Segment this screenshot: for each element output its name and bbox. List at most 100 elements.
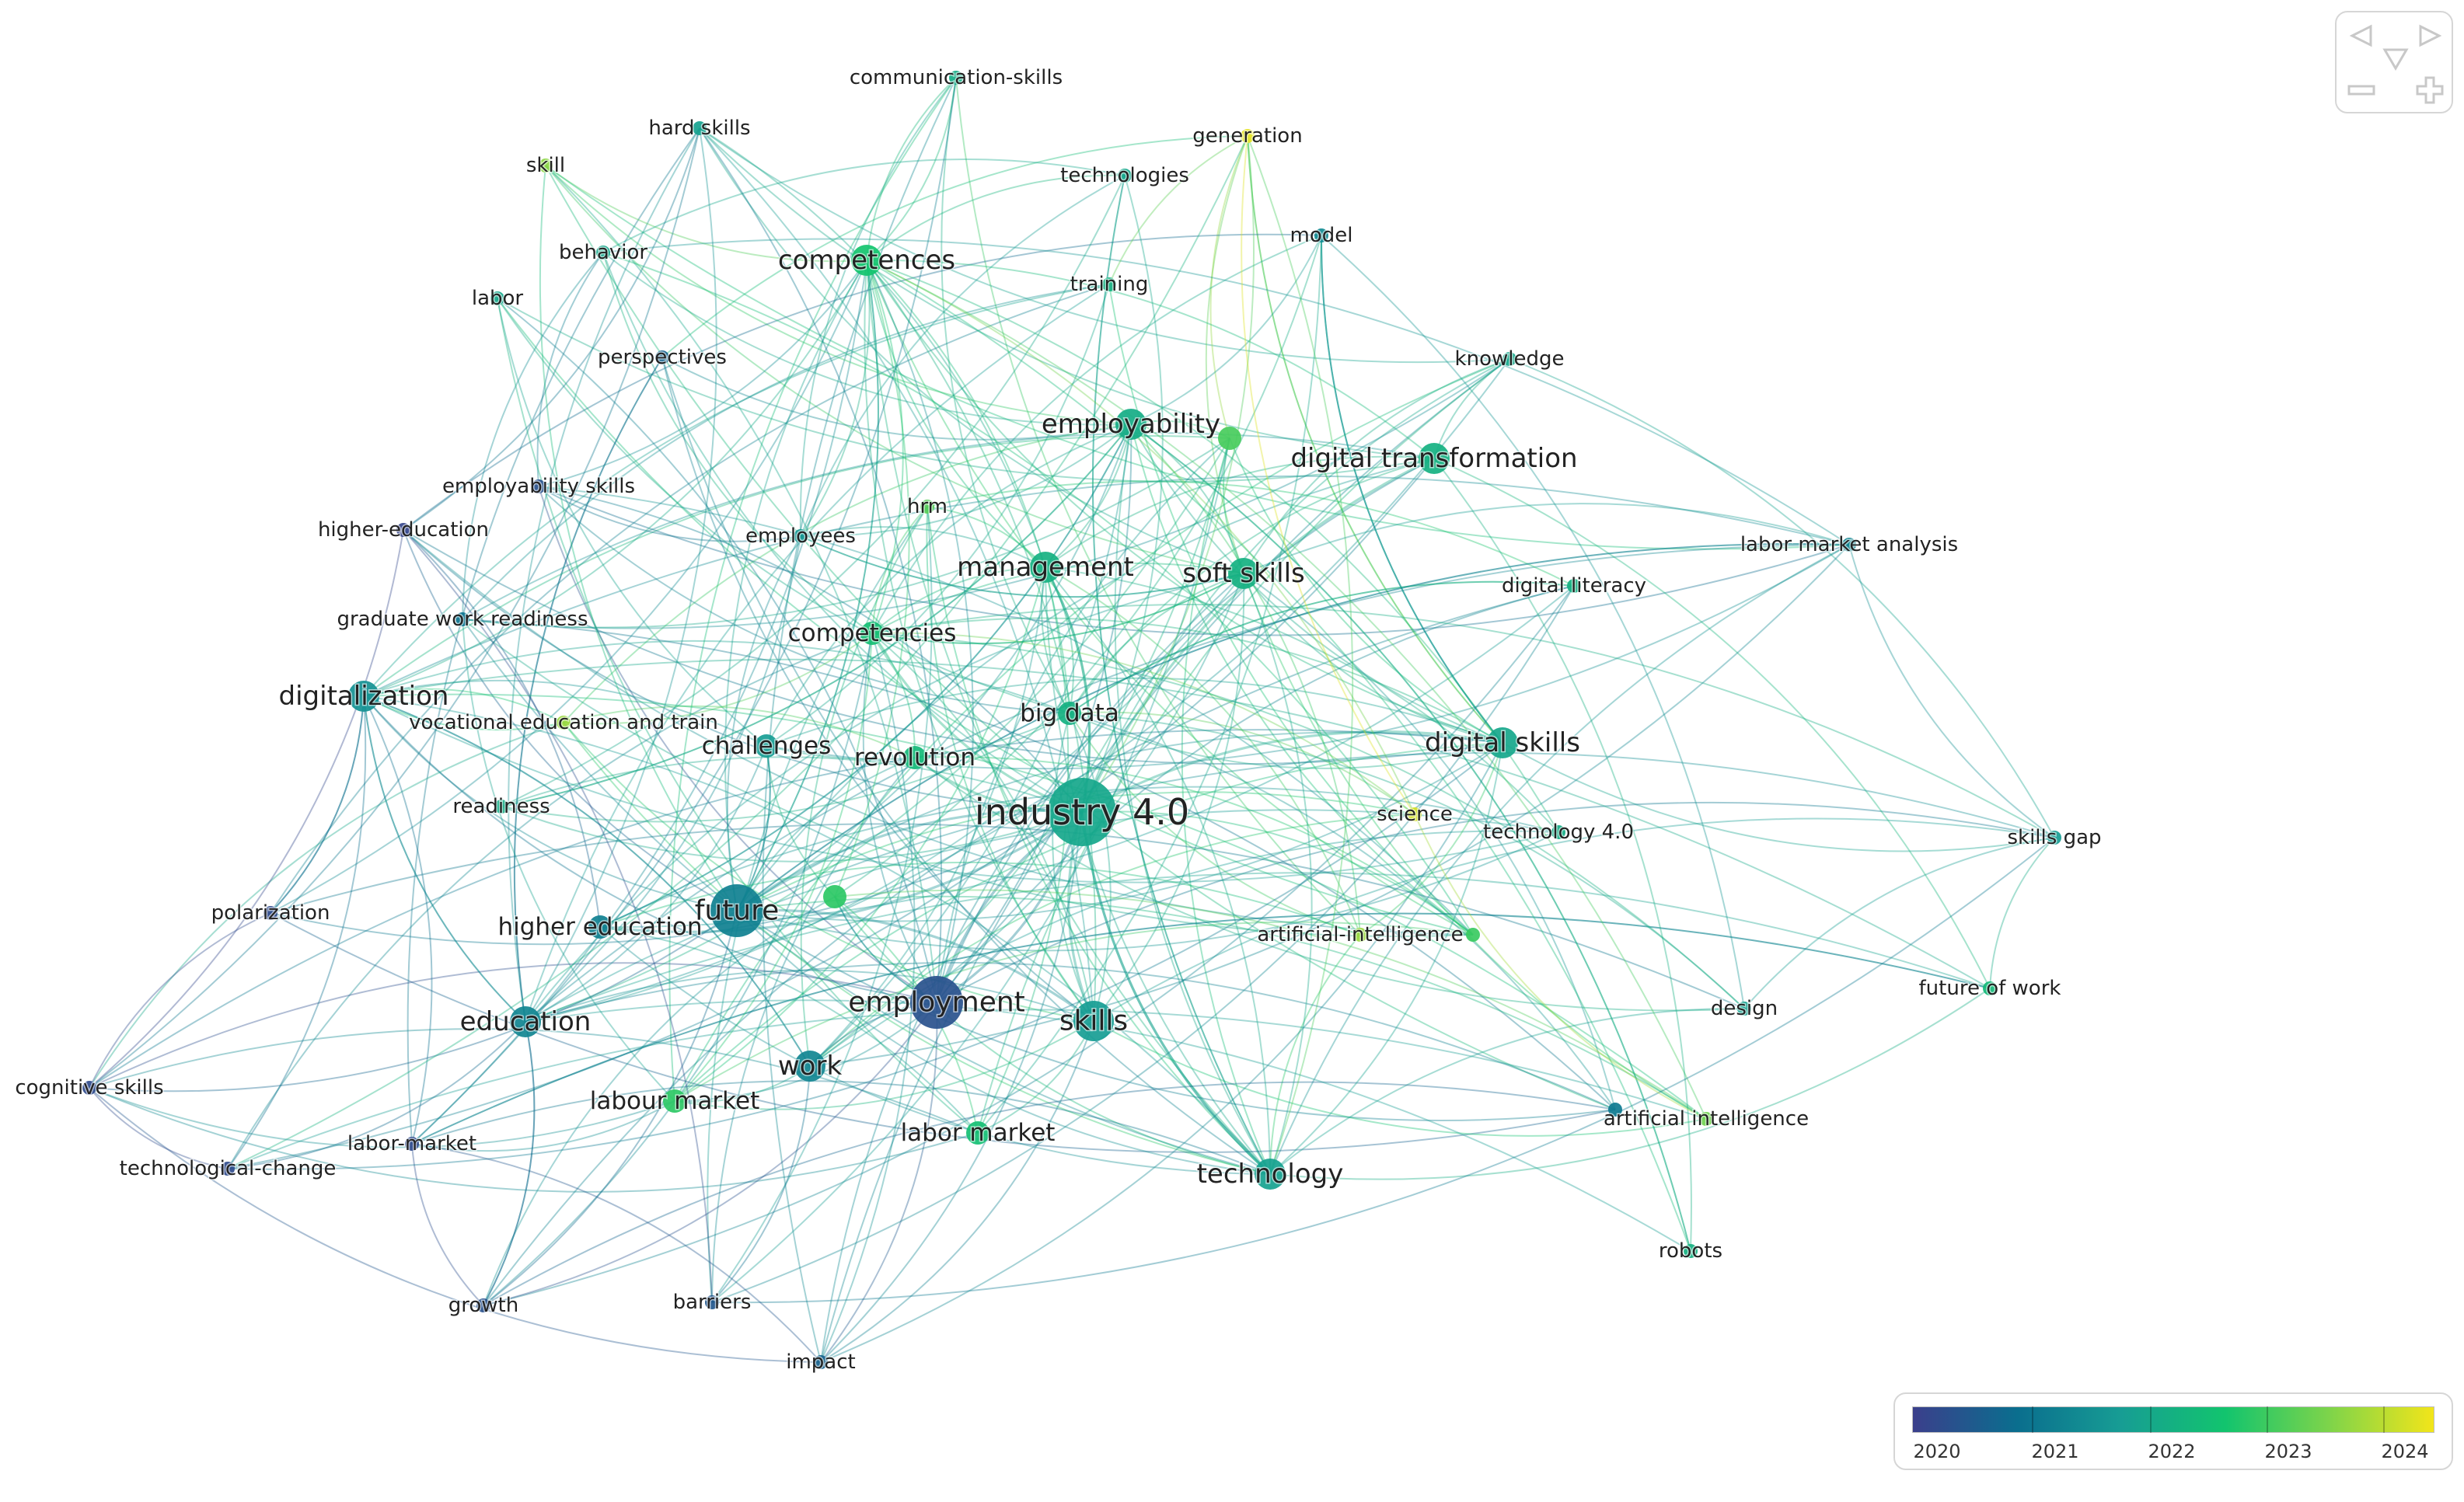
keyword-label[interactable]: communication-skills xyxy=(848,65,1063,91)
keyword-node-circle[interactable] xyxy=(2047,831,2061,845)
keyword-label[interactable]: technologies xyxy=(1059,163,1191,189)
keyword-label[interactable]: skills gap xyxy=(2006,825,2103,851)
keyword-label[interactable]: growth xyxy=(447,1293,519,1319)
keyword-node-circle[interactable] xyxy=(221,1162,235,1176)
keyword-label[interactable]: employability xyxy=(1040,408,1221,441)
keyword-node-circle[interactable] xyxy=(1314,228,1328,242)
keyword-label[interactable]: readiness xyxy=(452,794,551,820)
keyword-label[interactable]: hard skills xyxy=(647,116,752,141)
keyword-label[interactable]: design xyxy=(1709,996,1778,1022)
keyword-node-circle[interactable] xyxy=(1737,1002,1751,1016)
keyword-node-circle[interactable] xyxy=(1255,1159,1286,1190)
keyword-node-circle[interactable] xyxy=(1353,928,1367,942)
keyword-label[interactable]: labor market analysis xyxy=(1739,532,1959,558)
keyword-label[interactable]: cognitive skills xyxy=(14,1075,165,1101)
keyword-node-circle[interactable] xyxy=(539,159,553,173)
keyword-label[interactable]: behavior xyxy=(557,240,648,266)
keyword-node-circle[interactable] xyxy=(1487,727,1518,758)
keyword-label[interactable]: science xyxy=(1376,802,1454,828)
keyword-label[interactable]: education xyxy=(459,1005,592,1039)
keyword-label[interactable]: big data xyxy=(1019,699,1121,729)
keyword-label[interactable]: competences xyxy=(777,244,956,277)
keyword-node-circle[interactable] xyxy=(693,121,707,135)
keyword-node-circle[interactable] xyxy=(476,1298,490,1312)
keyword-label[interactable]: artificial-intelligence xyxy=(1256,922,1464,948)
keyword-node-circle[interactable] xyxy=(1983,981,1997,995)
keyword-node-circle[interactable] xyxy=(663,1089,686,1113)
keyword-node-circle[interactable] xyxy=(1684,1244,1698,1258)
keyword-node-circle[interactable] xyxy=(710,884,763,937)
keyword-node-circle[interactable] xyxy=(814,1355,828,1369)
keyword-node-circle[interactable] xyxy=(405,1137,419,1151)
keyword-label[interactable]: skills xyxy=(1058,1004,1129,1038)
zoom-out-icon[interactable] xyxy=(2346,75,2377,106)
keyword-label[interactable]: employability skills xyxy=(441,474,636,500)
keyword-node-circle[interactable] xyxy=(1218,427,1241,450)
keyword-label[interactable]: perspectives xyxy=(597,345,728,371)
keyword-label[interactable]: graduate work readiness xyxy=(336,607,589,633)
keyword-label[interactable]: model xyxy=(1289,223,1354,249)
keyword-label[interactable]: soft skills xyxy=(1181,557,1306,591)
keyword-label[interactable]: higher education xyxy=(497,912,703,943)
keyword-label[interactable]: technology xyxy=(1195,1158,1345,1191)
keyword-node-circle[interactable] xyxy=(823,885,846,908)
pan-left-icon[interactable] xyxy=(2346,20,2377,51)
keyword-node-circle[interactable] xyxy=(455,612,469,626)
keyword-node-circle[interactable] xyxy=(860,622,884,645)
keyword-node-circle[interactable] xyxy=(557,716,571,730)
keyword-node-circle[interactable] xyxy=(1567,579,1581,593)
keyword-node-circle[interactable] xyxy=(82,1081,96,1095)
keyword-node-circle[interactable] xyxy=(949,71,963,85)
keyword-node-circle[interactable] xyxy=(588,915,612,939)
keyword-node-circle[interactable] xyxy=(264,906,277,920)
keyword-node-circle[interactable] xyxy=(1608,1103,1622,1117)
keyword-node-circle[interactable] xyxy=(510,1006,541,1037)
keyword-label[interactable]: technology 4.0 xyxy=(1482,820,1635,845)
keyword-label[interactable]: digitalization xyxy=(277,680,450,713)
keyword-node-circle[interactable] xyxy=(1551,825,1565,839)
keyword-label[interactable]: future of work xyxy=(1918,976,2062,1002)
keyword-label[interactable]: barriers xyxy=(672,1290,752,1316)
keyword-label[interactable]: digital literacy xyxy=(1500,573,1647,599)
keyword-node-circle[interactable] xyxy=(1058,702,1081,725)
keyword-node-circle[interactable] xyxy=(532,479,546,493)
keyword-label[interactable]: robots xyxy=(1657,1239,1723,1264)
keyword-label[interactable]: industry 4.0 xyxy=(973,790,1190,835)
keyword-label[interactable]: revolution xyxy=(853,743,976,773)
keyword-label[interactable]: impact xyxy=(785,1350,857,1375)
keyword-label[interactable]: competencies xyxy=(787,619,958,649)
keyword-label[interactable]: generation xyxy=(1192,124,1304,149)
keyword-node-circle[interactable] xyxy=(1102,277,1116,291)
keyword-node-circle[interactable] xyxy=(1466,928,1480,942)
keyword-label[interactable]: knowledge xyxy=(1454,347,1565,372)
keyword-label[interactable]: hrm xyxy=(906,494,948,520)
keyword-label[interactable]: challenges xyxy=(700,731,832,761)
keyword-label[interactable]: labor market xyxy=(899,1118,1056,1148)
keyword-label[interactable]: polarization xyxy=(210,901,331,926)
keyword-label[interactable]: skill xyxy=(525,153,566,179)
zoom-in-icon[interactable] xyxy=(2414,75,2445,106)
keyword-label[interactable]: employment xyxy=(847,985,1027,1019)
keyword-node-circle[interactable] xyxy=(1502,352,1516,366)
keyword-node-circle[interactable] xyxy=(655,350,669,364)
keyword-label[interactable]: labor-market xyxy=(346,1131,477,1157)
keyword-node-circle[interactable] xyxy=(1699,1112,1713,1126)
keyword-label[interactable]: management xyxy=(956,551,1136,584)
keyword-label[interactable]: labour market xyxy=(588,1086,761,1117)
keyword-label[interactable]: digital transformation xyxy=(1290,442,1579,476)
keyword-node-circle[interactable] xyxy=(1842,538,1856,552)
pan-down-icon[interactable] xyxy=(2380,44,2411,75)
keyword-node-circle[interactable] xyxy=(1228,558,1259,589)
keyword-node-circle[interactable] xyxy=(903,746,927,769)
keyword-node-circle[interactable] xyxy=(851,245,882,276)
keyword-node-circle[interactable] xyxy=(1241,129,1255,143)
keyword-node-circle[interactable] xyxy=(348,681,379,712)
keyword-label[interactable]: digital skills xyxy=(1424,727,1582,760)
keyword-node-circle[interactable] xyxy=(966,1121,989,1145)
keyword-node-circle[interactable] xyxy=(596,246,610,260)
keyword-node-circle[interactable] xyxy=(1048,778,1116,846)
keyword-label[interactable]: work xyxy=(777,1050,843,1083)
keyword-node-circle[interactable] xyxy=(794,1051,825,1082)
keyword-label[interactable]: artificial intelligence xyxy=(1602,1106,1810,1132)
keyword-node-circle[interactable] xyxy=(755,734,778,758)
